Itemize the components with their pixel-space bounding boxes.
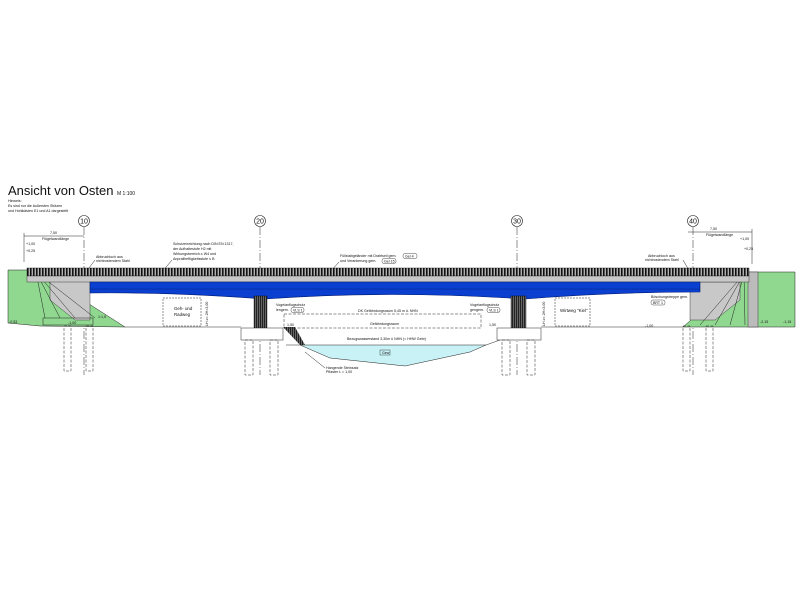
svg-text:20: 20 <box>256 219 264 226</box>
svg-text:VLS 1: VLS 1 <box>489 309 499 313</box>
note-line: Es sind nur die äußersten Stützen <box>8 204 62 208</box>
axis-10: 10 <box>78 215 90 375</box>
elevation-right: -1,15 <box>783 320 791 324</box>
clearance-box <box>283 313 482 329</box>
water-tag-label: Gew <box>382 351 390 355</box>
drawing-scale: M 1:100 <box>117 191 135 197</box>
wall-column-right <box>747 271 759 328</box>
svg-text:Anprallheftigkeitsstufe ≤ B: Anprallheftigkeitsstufe ≤ B <box>173 257 215 261</box>
pier-axis-20 <box>240 295 284 376</box>
bird-protection-left: Vogelanflugschutz lengem. VLS 1 <box>276 303 305 313</box>
svg-text:7,50: 7,50 <box>50 231 57 235</box>
deck-edge <box>26 275 750 283</box>
wing-dimension-left: 7,50 Flügelwandlänge +1,00 +0,25 <box>23 231 84 262</box>
axis-40: 40 <box>687 215 699 375</box>
svg-text:Geh- und: Geh- und <box>174 306 193 311</box>
scour-protection-note: Hangende Steinsatz Pflaster L = 1,00 <box>304 351 359 374</box>
svg-text:Wirkungsbereich ≤ W4 und: Wirkungsbereich ≤ W4 und <box>173 252 216 256</box>
note-line: und Hohlkästen E1 und A1 dargestellt <box>8 209 68 213</box>
svg-text:Flügelwandlänge: Flügelwandlänge <box>42 237 69 241</box>
protection-note: Schutzeinrichtung nach DIN EN 1317, der … <box>161 242 234 273</box>
svg-text:+1,00: +1,00 <box>26 242 35 246</box>
svg-text:+0,25: +0,25 <box>26 249 35 253</box>
svg-text:Abbruchloch aus: Abbruchloch aus <box>96 255 123 259</box>
elevation-right: -1,00 <box>645 324 653 328</box>
svg-text:der Aufhaltestufe H2 mit: der Aufhaltestufe H2 mit <box>173 247 211 251</box>
svg-text:40: 40 <box>689 219 697 226</box>
svg-text:Böschungstreppe gem.: Böschungstreppe gem. <box>651 295 688 299</box>
svg-text:LH ≥= 2H=3,00: LH ≥= 2H=3,00 <box>542 302 546 326</box>
svg-text:Flügelwandlänge: Flügelwandlänge <box>706 233 733 237</box>
axis-30: 30 <box>511 215 523 375</box>
deck-girder <box>89 281 701 300</box>
svg-text:30: 30 <box>513 219 521 226</box>
elevation-left: -0,53 <box>9 320 17 324</box>
railing <box>26 267 750 277</box>
svg-text:Vogelanflugschutz: Vogelanflugschutz <box>470 303 499 307</box>
svg-text:+1,00: +1,00 <box>740 237 749 241</box>
dimension-left: 1,50 <box>287 323 294 327</box>
svg-text:Gel 4: Gel 4 <box>405 255 414 259</box>
elevation-right: -2,15 <box>760 320 768 324</box>
dimension-right: 1,50 <box>489 323 496 327</box>
svg-text:Radweg: Radweg <box>174 312 191 317</box>
clearance-label: DK Gefährdungsraum 5,45 m ü. NHN <box>358 309 418 313</box>
water-tag <box>379 349 391 356</box>
svg-text:10: 10 <box>80 219 88 226</box>
path-box-left: Geh- und Radweg LH ≥= 2H=3,00 <box>162 297 209 327</box>
riverbank-paving <box>283 327 305 345</box>
slope-lines-right <box>699 273 746 326</box>
pier-axis-30 <box>496 295 542 376</box>
svg-text:und Verankerung gem.: und Verankerung gem. <box>340 259 376 263</box>
water-level-label: Bezugswasserstand 3,30m ü NHN (= HHW Geb… <box>347 337 426 341</box>
svg-text:Wirtweg "Kiel": Wirtweg "Kiel" <box>560 308 588 313</box>
svg-text:Abbruchloch aus: Abbruchloch aus <box>648 254 675 258</box>
bird-protection-right: Vogelanflugschutz gengem. VLS 1 <box>470 303 501 313</box>
svg-text:Füllstabgeländer mit Drahtseil: Füllstabgeländer mit Drahtseil gem. <box>340 254 397 258</box>
drawing-title: Ansicht von Osten <box>8 183 114 198</box>
svg-text:VLS 1: VLS 1 <box>293 309 303 313</box>
wing-dimension-right: 7,50 Flügelwandlänge +1,00 +0,25 <box>688 227 753 264</box>
svg-text:Schutzeinrichtung nach DIN EN: Schutzeinrichtung nach DIN EN 1317, <box>173 242 234 246</box>
svg-text:Gel 15: Gel 15 <box>384 260 395 264</box>
svg-text:BRT 1: BRT 1 <box>653 301 663 305</box>
river-water <box>299 344 487 367</box>
svg-text:LH ≥= 2H=3,00: LH ≥= 2H=3,00 <box>205 302 209 326</box>
svg-text:lengem.: lengem. <box>276 308 289 312</box>
svg-text:gengem.: gengem. <box>470 308 484 312</box>
svg-text:Vogelanflugschutz: Vogelanflugschutz <box>276 303 305 307</box>
piles-left-abutment <box>63 325 94 372</box>
stair-note: Böschungstreppe gem. BRT 1 <box>650 295 688 306</box>
svg-text:Pflaster L = 1,00: Pflaster L = 1,00 <box>326 370 352 374</box>
svg-text:nichtrostendem Stahl: nichtrostendem Stahl <box>645 258 679 262</box>
slope-label: 1:1,5 <box>98 315 106 319</box>
svg-text:+0,25: +0,25 <box>744 247 753 251</box>
axis-20: 20 <box>254 215 266 375</box>
svg-text:Hangende Steinsatz: Hangende Steinsatz <box>326 366 359 370</box>
svg-text:7,50: 7,50 <box>710 227 717 231</box>
elevation-left: -1,00 <box>68 321 76 325</box>
clear-space-label: Gefährdungsraum <box>370 322 399 326</box>
piles-right-abutment <box>682 325 714 372</box>
svg-text:nichtrostendem Stahl: nichtrostendem Stahl <box>96 259 130 263</box>
path-box-right: Wirtweg "Kiel" LH ≥= 2H=3,00 <box>542 297 591 327</box>
note-heading: Hinweis: <box>8 199 22 203</box>
